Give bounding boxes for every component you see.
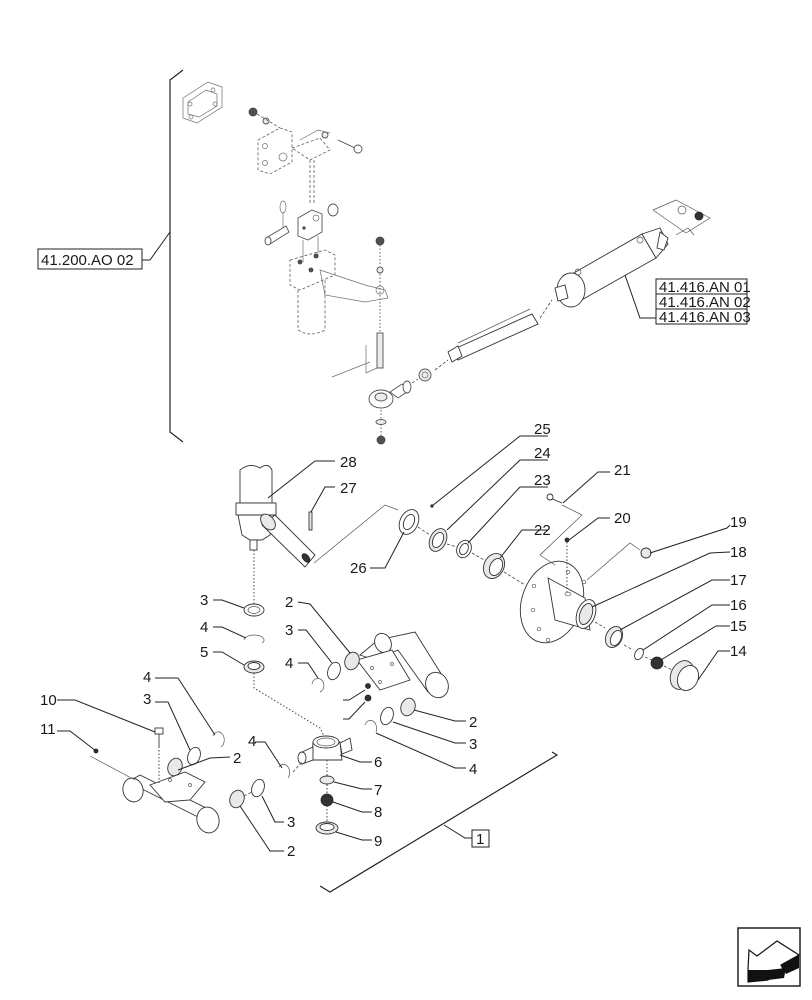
seal (243, 603, 265, 617)
hub-cap (669, 660, 700, 691)
callout-14[interactable]: 16 (730, 597, 747, 614)
bolt-upper (337, 139, 363, 154)
callout-10[interactable]: 10 (40, 692, 57, 709)
callout-25[interactable]: 27 (340, 480, 357, 497)
thrust-washer (319, 775, 335, 785)
callout-22[interactable]: 24 (534, 445, 551, 462)
upper-group-bracket (142, 69, 184, 443)
upper-steering-parts (182, 81, 432, 445)
upper-arm (356, 631, 449, 699)
callout-16[interactable]: 18 (730, 544, 747, 561)
callout-4[interactable]: 4 (285, 655, 293, 672)
callout-4[interactable]: 4 (248, 733, 256, 750)
reference-cylinder-group[interactable]: 41.416.AN 01 41.416.AN 02 41.416.AN 03 (655, 278, 751, 326)
reference-label: 1 (476, 831, 484, 848)
ball-joint (368, 368, 432, 445)
castle-nut (650, 656, 664, 670)
callout-2[interactable]: 2 (285, 594, 293, 611)
callout-15[interactable]: 17 (730, 572, 747, 589)
callout-4[interactable]: 4 (200, 619, 208, 636)
callout-3[interactable]: 3 (469, 736, 477, 753)
steering-arm-housing (289, 249, 389, 335)
reference-label: 41.416.AN 03 (659, 309, 751, 326)
steering-cylinder (434, 199, 711, 371)
reference-label: 41.416.AN 01 (659, 279, 751, 296)
hub-bearings (313, 504, 526, 586)
lower-group-bracket (319, 751, 559, 893)
wheel-hub (519, 560, 597, 644)
pivot-bracket (257, 127, 331, 205)
wheel-stud (539, 493, 583, 566)
callout-24[interactable]: 25 (534, 421, 551, 438)
callout-leaders (57, 435, 731, 852)
callout-numbers: 25 24 23 22 26 28 27 21 20 19 18 17 16 1… (40, 421, 747, 860)
callout-2[interactable]: 2 (233, 750, 241, 767)
callout-4[interactable]: 4 (143, 669, 151, 686)
callout-2[interactable]: 2 (469, 714, 477, 731)
callout-3[interactable]: 3 (200, 592, 208, 609)
callout-9[interactable]: 9 (374, 833, 382, 850)
lower-arm (122, 771, 220, 834)
callout-6[interactable]: 6 (374, 754, 382, 771)
callout-8[interactable]: 8 (374, 804, 382, 821)
callout-3[interactable]: 3 (287, 814, 295, 831)
previous-page-arrow-icon[interactable] (737, 927, 801, 987)
callout-18[interactable]: 20 (614, 510, 631, 527)
callout-5[interactable]: 5 (200, 644, 208, 661)
callout-23[interactable]: 26 (350, 560, 367, 577)
callout-3[interactable]: 3 (285, 622, 293, 639)
wheel-nut (586, 542, 652, 581)
grease-fitting (365, 683, 371, 689)
callout-7[interactable]: 7 (374, 782, 382, 799)
snap-ring (243, 634, 265, 644)
reference-1[interactable]: 1 (471, 829, 490, 848)
callout-19[interactable]: 21 (614, 462, 631, 479)
callout-2[interactable]: 2 (287, 843, 295, 860)
center-pivot (297, 735, 353, 765)
reference-label: 41.416.AN 02 (659, 294, 751, 311)
clevis (297, 203, 339, 262)
callout-21[interactable]: 23 (534, 472, 551, 489)
mounting-plate (182, 81, 223, 124)
callout-11[interactable]: 11 (40, 721, 56, 738)
washer (634, 647, 644, 661)
lock-nut (320, 793, 334, 807)
tie-rod-stud (331, 332, 384, 378)
callout-20[interactable]: 22 (534, 522, 551, 539)
spring-pin (308, 511, 313, 531)
callout-26[interactable]: 28 (340, 454, 357, 471)
callout-3[interactable]: 3 (143, 691, 151, 708)
steering-knuckle (235, 465, 316, 610)
callout-4[interactable]: 4 (469, 761, 477, 778)
callout-13[interactable]: 15 (730, 618, 747, 635)
bushing (344, 651, 360, 671)
reference-label: 41.200.AO 02 (41, 252, 134, 269)
grease-nipple (564, 537, 570, 543)
callout-12[interactable]: 14 (730, 643, 747, 660)
bolt-lower (154, 727, 164, 785)
reference-41-200-ao-02[interactable]: 41.200.AO 02 (37, 248, 143, 270)
callout-17[interactable]: 19 (730, 514, 747, 531)
